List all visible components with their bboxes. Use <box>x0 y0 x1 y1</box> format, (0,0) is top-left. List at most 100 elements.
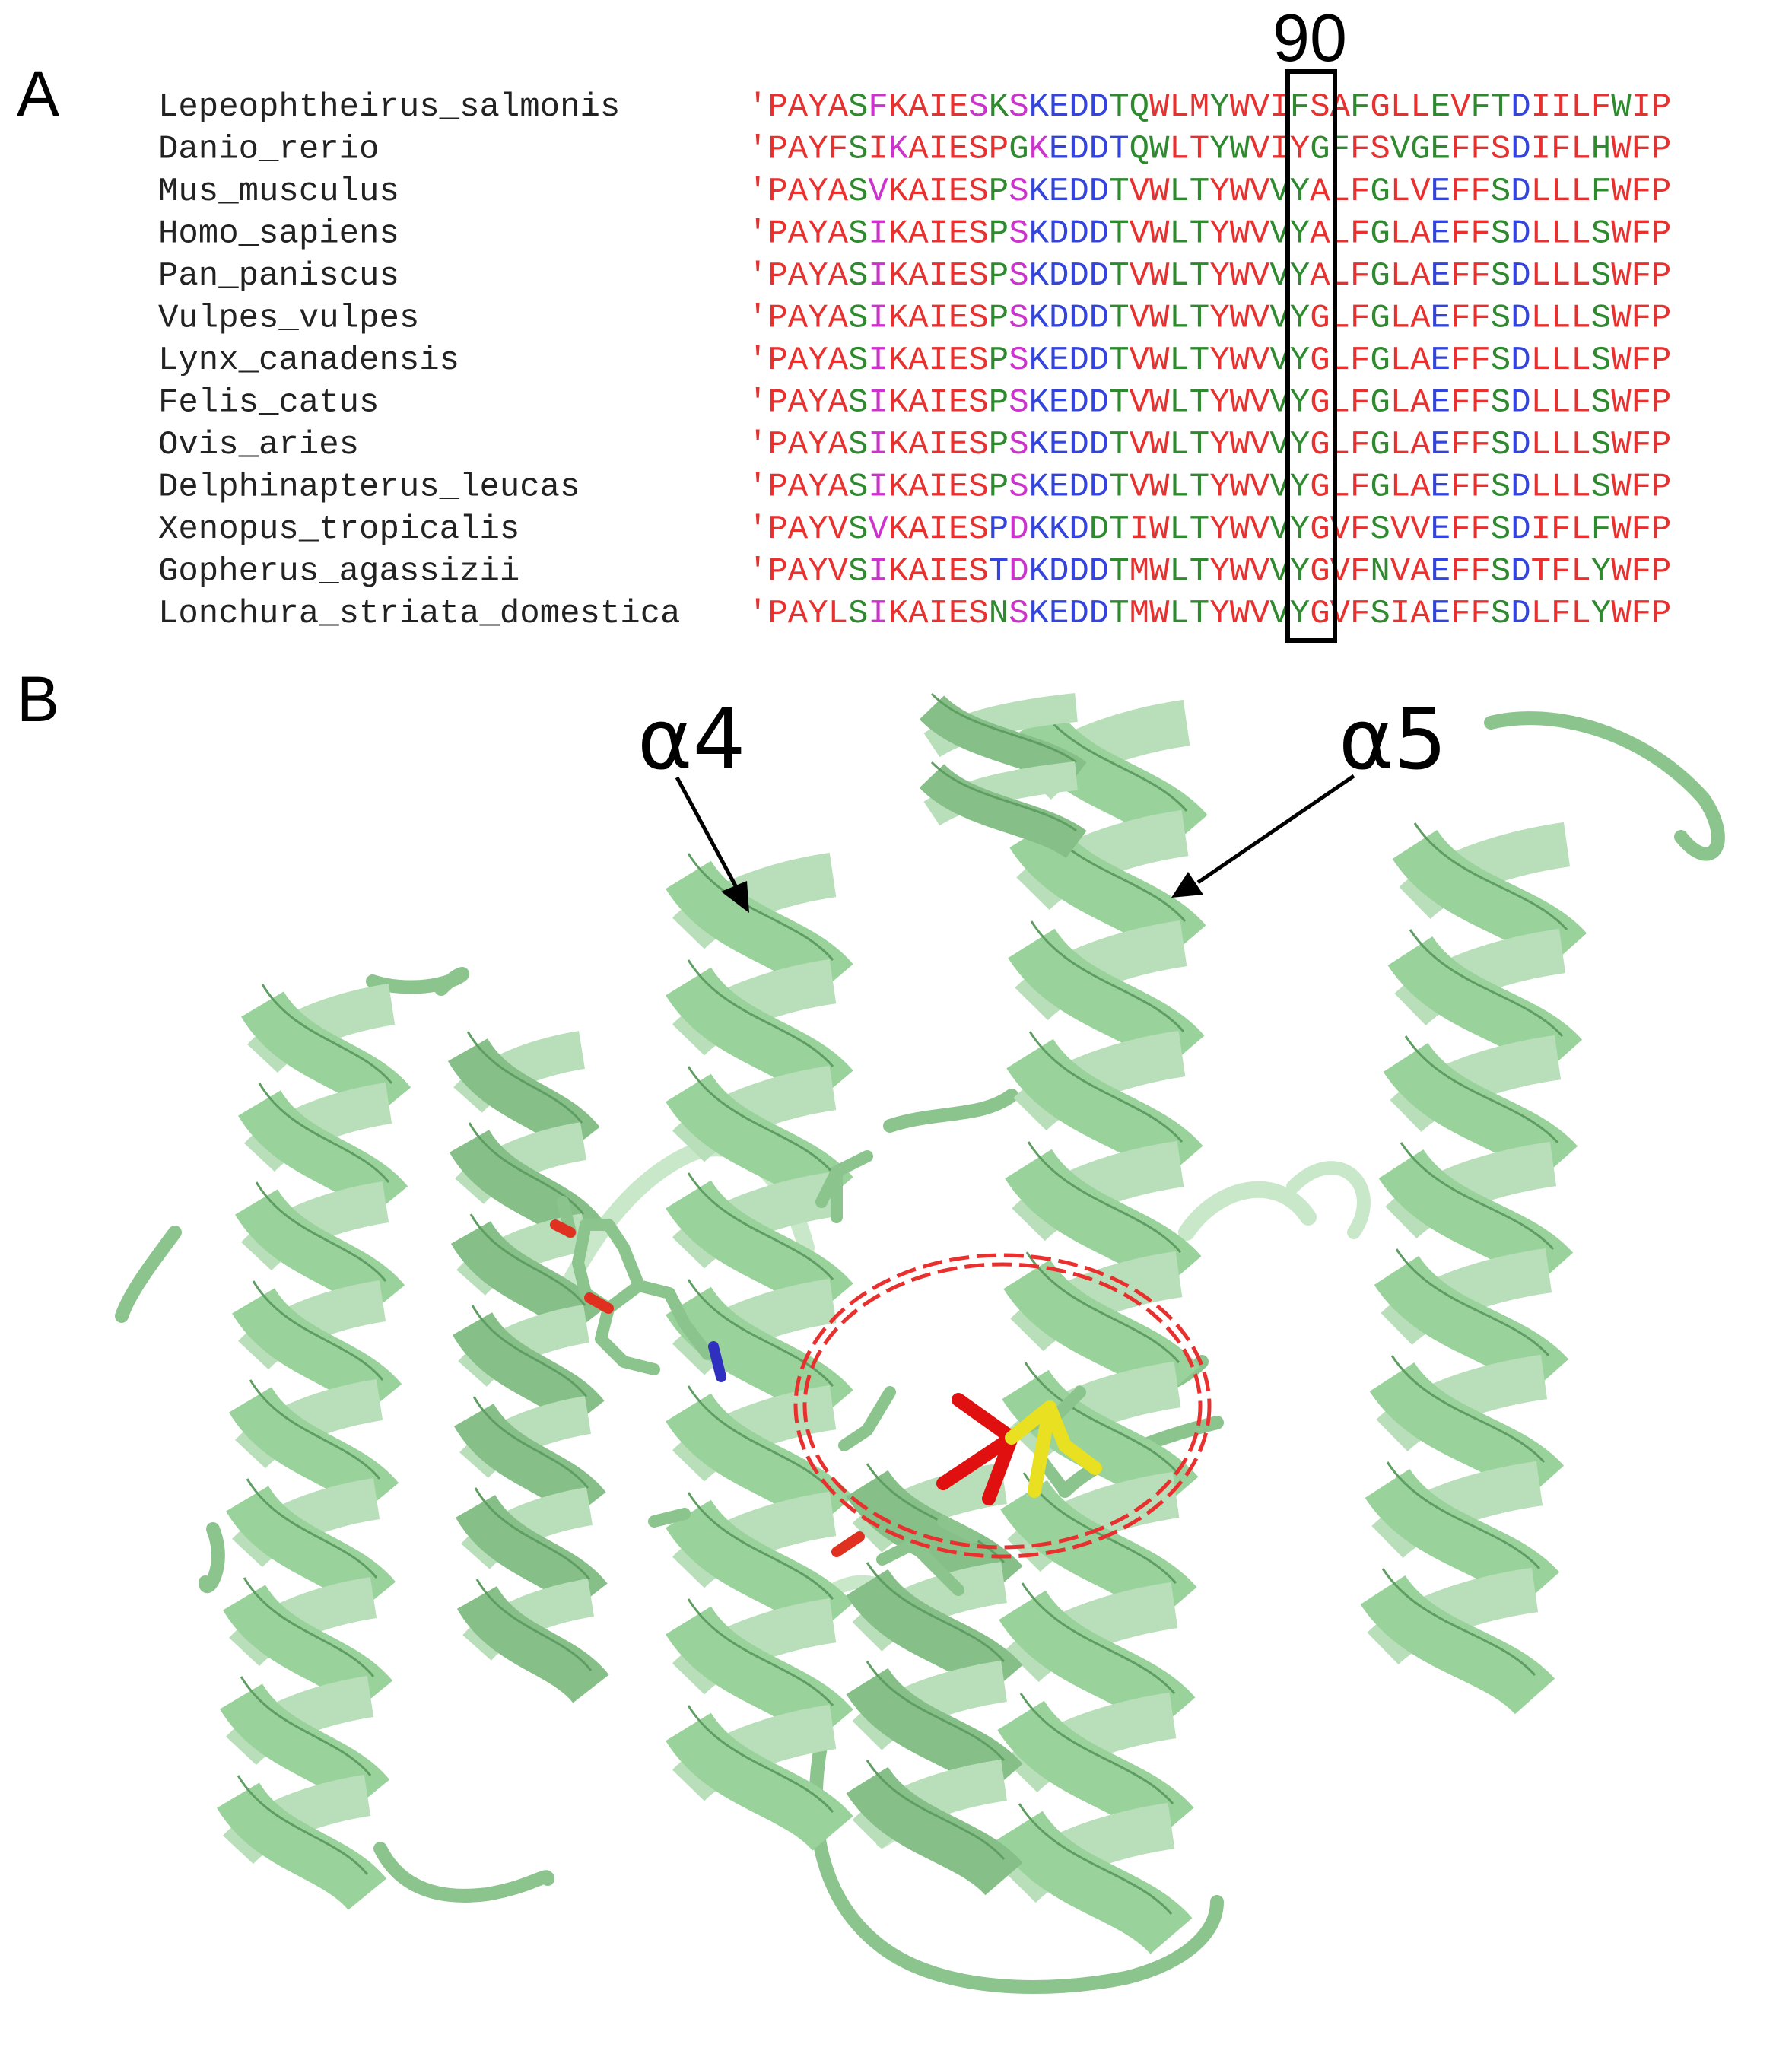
residue: V <box>1250 342 1270 380</box>
residue: Y <box>1209 553 1229 591</box>
residue: Y <box>1591 595 1611 633</box>
residue: E <box>948 426 968 464</box>
residue: S <box>1009 595 1028 633</box>
ligand-red-bond-2 <box>936 1431 1018 1490</box>
helix-top-cap <box>919 692 1087 859</box>
helix-left-inner <box>447 1031 609 1704</box>
residue: F <box>1470 384 1490 422</box>
residue: T <box>1190 215 1209 253</box>
residue: L <box>1531 426 1551 464</box>
residue: S <box>968 469 988 507</box>
residue: ' <box>748 384 767 422</box>
residue: W <box>1149 300 1170 338</box>
residue: Y <box>808 510 828 548</box>
residue: Y <box>808 342 828 380</box>
residue: K <box>888 173 909 211</box>
residue: D <box>1049 215 1069 253</box>
residue: A <box>908 257 929 295</box>
helix-edge <box>471 1305 588 1397</box>
residue: S <box>968 88 988 126</box>
residue: V <box>1130 384 1150 422</box>
residue: S <box>848 131 868 169</box>
residue: A <box>788 426 809 464</box>
residue: F <box>1632 469 1651 507</box>
residue: I <box>929 173 948 211</box>
residue: F <box>1632 595 1651 633</box>
residue: F <box>868 88 888 126</box>
residue: T <box>1190 342 1209 380</box>
residue: V <box>1130 469 1150 507</box>
residue: W <box>1230 215 1250 253</box>
residue: I <box>929 595 948 633</box>
residue: I <box>929 384 948 422</box>
residue: E <box>1431 173 1450 211</box>
residue: F <box>828 131 848 169</box>
helix-label-a5: α5 <box>1339 691 1447 788</box>
residue: P <box>1651 553 1671 591</box>
residue: A <box>788 469 809 507</box>
sequence-row: 'PAYASVKAIESPSKEDDTVWLTYWVVYALFGLVEFFSDL… <box>748 173 1671 211</box>
residue: T <box>1190 553 1209 591</box>
residue: S <box>1009 342 1028 380</box>
residue: S <box>1310 88 1330 126</box>
residue: S <box>1009 426 1028 464</box>
helix-bottom-center <box>846 1462 1023 1896</box>
residue: V <box>1130 257 1150 295</box>
residue: Y <box>1290 510 1310 548</box>
residue: I <box>868 469 888 507</box>
residue: G <box>1310 510 1330 548</box>
residue: L <box>1571 215 1590 253</box>
residue: F <box>1632 300 1651 338</box>
residue: L <box>1390 342 1410 380</box>
residue: Y <box>808 300 828 338</box>
helix-front-band <box>666 1712 853 1852</box>
residue: D <box>1511 173 1530 211</box>
helix-edge <box>687 1598 834 1706</box>
residue: E <box>1431 215 1450 253</box>
residue: D <box>1089 469 1109 507</box>
residue: S <box>1591 300 1611 338</box>
species-names: Lepeophtheirus_salmonisDanio_rerioMus_mu… <box>158 88 681 633</box>
residue: V <box>1250 469 1270 507</box>
helix-edge <box>687 959 834 1067</box>
residue: S <box>1491 257 1511 295</box>
residue: L <box>1390 173 1410 211</box>
residue: I <box>1632 88 1651 126</box>
residue: L <box>1571 553 1590 591</box>
residue: G <box>1370 342 1390 380</box>
helix-edge <box>687 1066 834 1174</box>
residue: ' <box>748 510 767 548</box>
residue: P <box>989 426 1009 464</box>
residue: D <box>1089 342 1109 380</box>
residue: L <box>1169 215 1189 253</box>
residue: E <box>1431 426 1450 464</box>
residue: D <box>1511 300 1530 338</box>
residue: K <box>1029 384 1050 422</box>
sequence-alignment: 'PAYASFKAIESKSKEDDTQWLMYWVIFSAFGLLEVFTDI… <box>748 88 1671 633</box>
residue: W <box>1230 173 1250 211</box>
residue: K <box>888 469 909 507</box>
residue: Y <box>1290 173 1310 211</box>
species-name: Lonchura_striata_domestica <box>158 595 681 633</box>
residue: I <box>929 469 948 507</box>
residue: S <box>968 257 988 295</box>
residue: P <box>989 342 1009 380</box>
residue: E <box>1049 88 1069 126</box>
residue: E <box>1049 595 1069 633</box>
residue: W <box>1611 553 1632 591</box>
residue: P <box>1651 510 1671 548</box>
residue: G <box>1370 426 1390 464</box>
residue: A <box>1410 384 1431 422</box>
residue: L <box>1551 384 1571 422</box>
residue: V <box>1390 510 1411 548</box>
residue: K <box>888 131 909 169</box>
helix-edge <box>466 1031 583 1124</box>
residue: I <box>1531 510 1551 548</box>
helix-front-band <box>456 1585 609 1704</box>
residue: D <box>1009 553 1028 591</box>
residue: A <box>788 342 809 380</box>
residue: ' <box>748 469 767 507</box>
residue: S <box>1491 510 1511 548</box>
helix-front-band <box>996 1810 1193 1955</box>
